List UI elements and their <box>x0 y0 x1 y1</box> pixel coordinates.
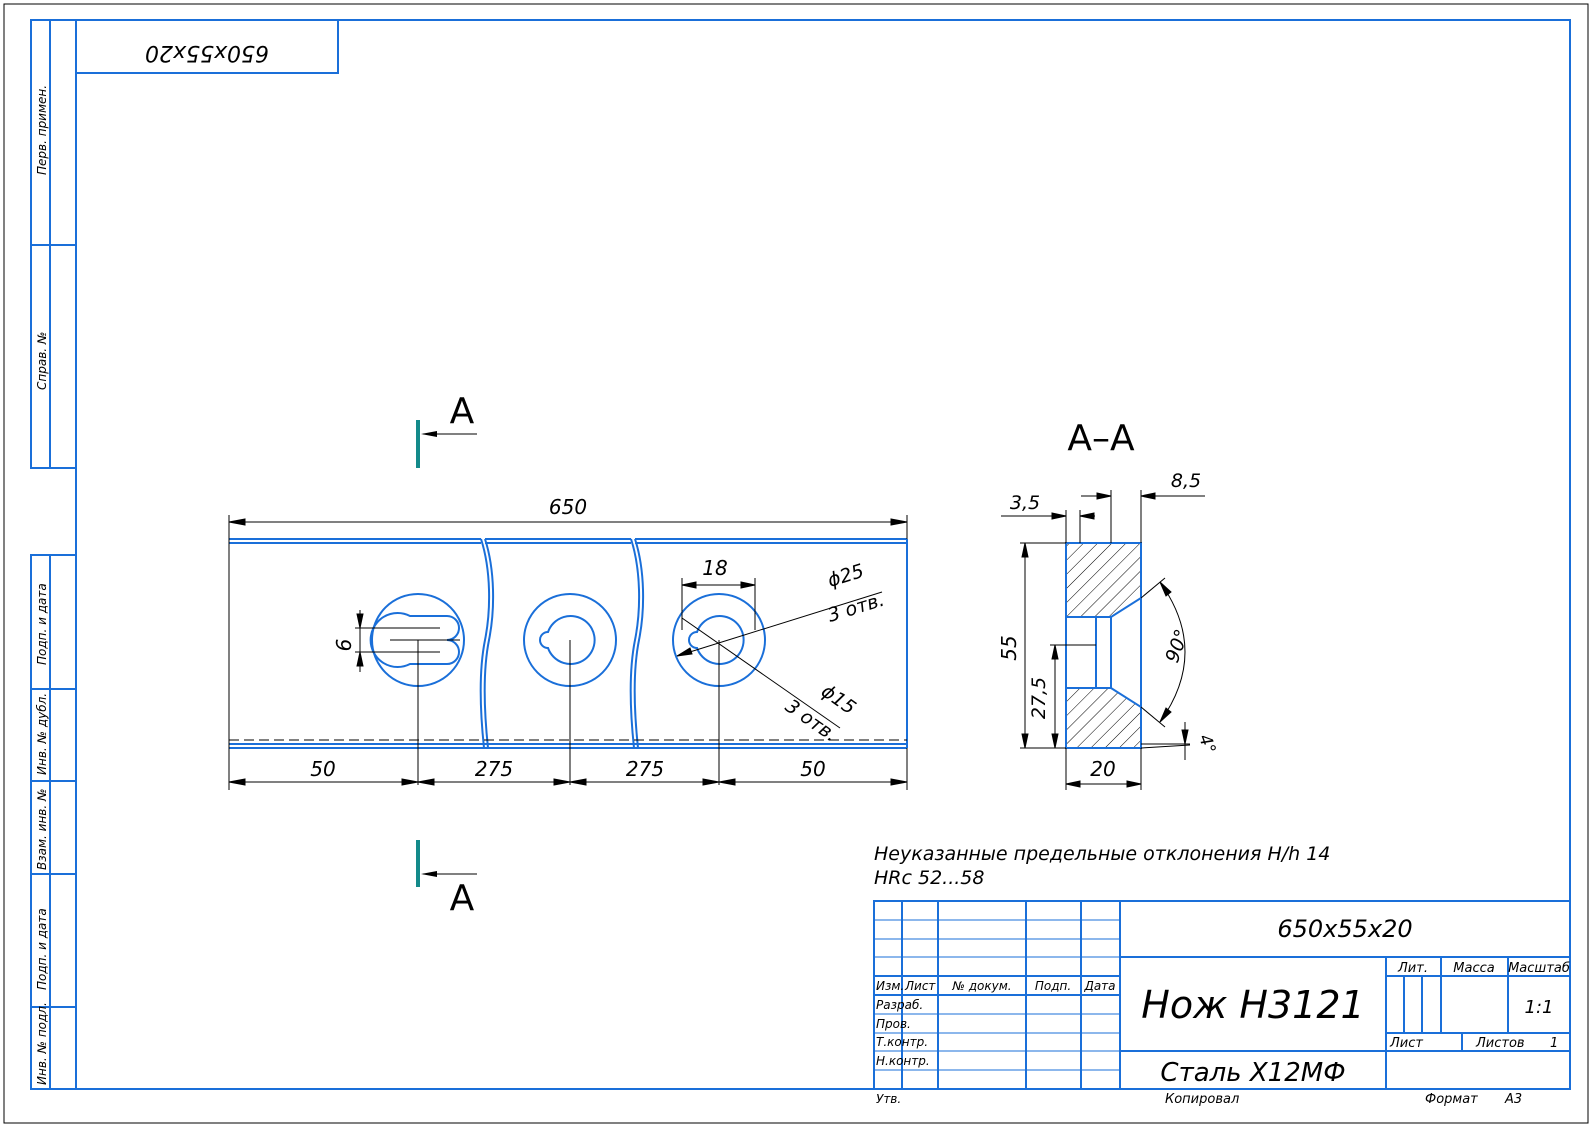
tb-lit: Лит. <box>1397 961 1428 976</box>
tb-format-label: Формат <box>1425 1092 1478 1107</box>
title-block-rows <box>874 919 1120 1071</box>
section-dimensions <box>1001 490 1205 790</box>
tb-sheet: Лист <box>1389 1036 1423 1051</box>
section-dimension-texts: 3,5 8,5 55 27,5 20 90° 4° <box>997 470 1219 781</box>
side-label-inv-dubl: Инв. № дубл. <box>35 693 49 775</box>
tb-sheets-count: 1 <box>1550 1036 1558 1051</box>
section-title: А–А <box>1067 418 1135 459</box>
tb-designation: 650x55x20 <box>1277 915 1412 943</box>
main-dimension-texts: 650 50 275 275 50 6 18 ϕ25 3 отв. ϕ15 3 … <box>310 495 887 781</box>
dim-27-5: 27,5 <box>1028 677 1050 719</box>
dim-50-right: 50 <box>800 757 825 781</box>
dim-650: 650 <box>549 495 587 519</box>
tb-sheets: Листов <box>1475 1036 1525 1051</box>
section-marker-top-label: А <box>450 391 475 432</box>
dim-slot-6: 6 <box>332 639 356 652</box>
tb-copied: Копировал <box>1165 1092 1239 1107</box>
dim-3-5: 3,5 <box>1010 492 1040 514</box>
tb-col-date: Дата <box>1083 979 1115 993</box>
dim-55: 55 <box>997 635 1021 660</box>
note-tolerances: Неуказанные предельные отклонения H/h 14 <box>874 843 1330 865</box>
tb-col-doc: № докум. <box>951 979 1011 993</box>
tb-row-razrab: Разраб. <box>876 998 923 1012</box>
dim-d25: ϕ25 <box>825 560 867 592</box>
dim-4deg: 4° <box>1194 732 1219 757</box>
dim-275-b: 275 <box>626 757 664 781</box>
section-marker-top: А <box>416 391 477 468</box>
dim-d25-holes: 3 отв. <box>825 589 887 627</box>
tb-material: Сталь Х12МФ <box>1160 1058 1345 1088</box>
tb-massa: Масса <box>1453 961 1494 976</box>
knife-main-view <box>228 538 908 785</box>
section-view <box>1065 542 1142 749</box>
section-marker-bottom-label: А <box>450 878 475 919</box>
mirrored-stamp: 650x55x20 <box>145 40 269 65</box>
side-label-vzam: Взам. инв. № <box>35 789 49 870</box>
tb-masshtab: Масштаб <box>1508 961 1570 976</box>
dim-8-5: 8,5 <box>1171 470 1201 492</box>
tb-row-nkontr: Н.контр. <box>876 1054 930 1068</box>
dim-20: 20 <box>1090 757 1115 781</box>
tb-col-list: Лист <box>904 979 936 993</box>
side-label-inv-podl: Инв. № подл. <box>35 1002 49 1085</box>
tb-scale: 1:1 <box>1525 997 1554 1018</box>
side-label-podp-2: Подп. и дата <box>35 908 49 990</box>
dim-d15: ϕ15 <box>817 680 860 719</box>
side-label-podp-1: Подп. и дата <box>35 583 49 665</box>
sheet-border <box>3 3 1589 1124</box>
title-block-texts: 650x55x20 Нож Н3121 Сталь Х12МФ Изм. Лис… <box>876 915 1570 1107</box>
side-label-sprav: Справ. № <box>35 332 49 390</box>
dim-275-a: 275 <box>475 757 513 781</box>
tb-col-izm: Изм. <box>876 979 904 993</box>
main-dimensions <box>228 515 908 790</box>
tb-row-utv-visible: Утв. <box>876 1092 901 1106</box>
dim-90deg: 90° <box>1161 626 1193 665</box>
side-labels: Перв. примен. Справ. № Подп. и дата Инв.… <box>35 85 49 1085</box>
stamp-box <box>75 19 339 74</box>
dim-slot-18: 18 <box>702 556 727 580</box>
note-hardness: HRc 52...58 <box>874 867 984 889</box>
side-strip <box>30 19 77 1090</box>
section-marker-bottom: А <box>416 840 477 919</box>
side-label-perv: Перв. примен. <box>35 85 49 175</box>
tb-row-tkontr: Т.контр. <box>876 1035 928 1049</box>
tb-name: Нож Н3121 <box>1141 983 1364 1027</box>
tb-format: А3 <box>1504 1092 1522 1107</box>
dim-50-left: 50 <box>310 757 335 781</box>
tb-row-prov: Пров. <box>876 1017 911 1031</box>
tb-col-sign: Подп. <box>1035 979 1071 993</box>
